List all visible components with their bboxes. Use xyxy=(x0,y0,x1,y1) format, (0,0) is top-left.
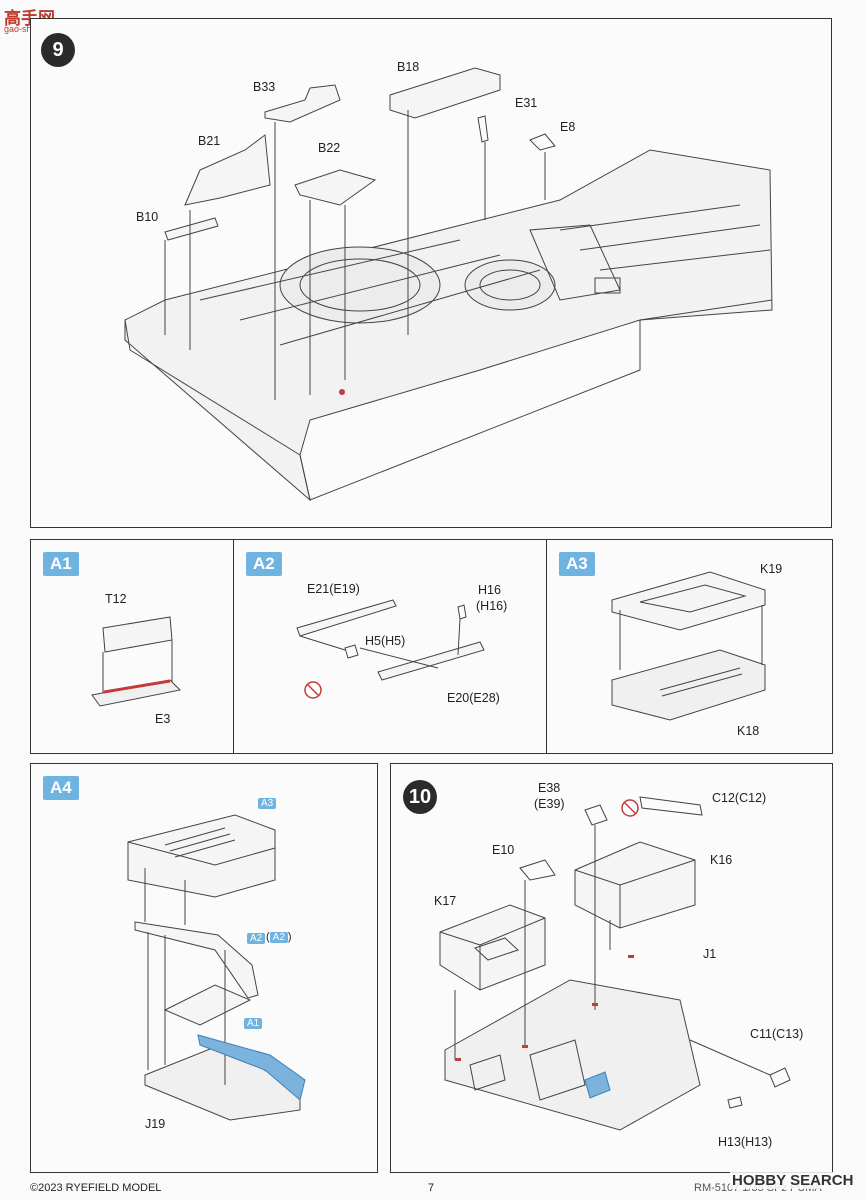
part-label-k16: K16 xyxy=(710,853,733,867)
step-number-badge: 9 xyxy=(41,33,75,67)
part-label-e38: E38 xyxy=(538,781,561,795)
part-label-e21: E21(E19) xyxy=(307,582,360,596)
subassembly-a1-panel: A1 xyxy=(30,539,234,754)
part-label-e10: E10 xyxy=(492,843,515,857)
subassembly-ref-a3: A3 xyxy=(258,798,277,809)
copyright-text: ©2023 RYEFIELD MODEL xyxy=(30,1182,162,1194)
part-label-e20: E20(E28) xyxy=(447,691,500,705)
step-number-badge: 10 xyxy=(403,780,437,814)
subassembly-a3-panel: A3 xyxy=(546,539,833,754)
subassembly-a2-panel: A2 xyxy=(233,539,547,754)
part-label-h16-alt: (H16) xyxy=(476,599,508,613)
part-label-j19: J19 xyxy=(145,1117,166,1131)
part-label-b21: B21 xyxy=(198,134,221,148)
part-label-e31: E31 xyxy=(515,96,538,110)
subassembly-badge: A1 xyxy=(43,552,79,576)
part-label-h13: H13(H13) xyxy=(718,1135,773,1149)
subassembly-badge: A4 xyxy=(43,776,79,800)
part-label-h16: H16 xyxy=(478,583,501,597)
subassembly-ref-a2-paren: (A2) xyxy=(266,931,292,943)
part-label-e39: (E39) xyxy=(534,797,565,811)
part-label-t12: T12 xyxy=(105,592,127,606)
part-label-j1: J1 xyxy=(703,947,717,961)
subassembly-badge: A3 xyxy=(559,552,595,576)
part-label-b18: B18 xyxy=(397,60,420,74)
part-label-k18: K18 xyxy=(737,724,760,738)
part-label-h5: H5(H5) xyxy=(365,634,406,648)
watermark-hobby-search: HOBBY SEARCH xyxy=(730,1172,856,1189)
part-label-k17: K17 xyxy=(434,894,457,908)
part-label-e8: E8 xyxy=(560,120,576,134)
part-label-e3: E3 xyxy=(155,712,171,726)
step-9-drawing xyxy=(124,67,773,502)
part-label-b22: B22 xyxy=(318,141,341,155)
part-label-c12: C12(C12) xyxy=(712,791,767,805)
part-label-b33: B33 xyxy=(253,80,276,94)
part-label-k19: K19 xyxy=(760,562,783,576)
part-label-b10: B10 xyxy=(136,210,159,224)
page-number: 7 xyxy=(428,1182,435,1194)
subassembly-badge: A2 xyxy=(246,552,282,576)
subassembly-ref-a1: A1 xyxy=(244,1018,263,1029)
part-label-c11: C11(C13) xyxy=(750,1027,804,1041)
subassembly-ref-a2: A2 xyxy=(247,933,266,944)
